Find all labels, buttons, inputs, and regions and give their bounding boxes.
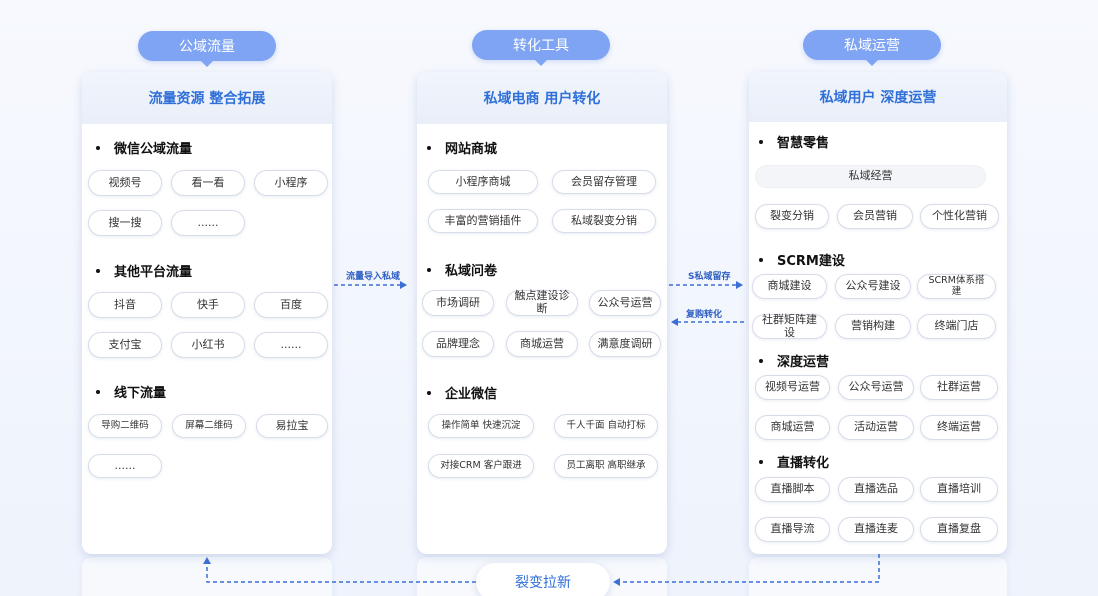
tag-private-operation: 私域运营 — [803, 30, 941, 66]
section-title: SCRM建设 — [759, 250, 845, 269]
bullet-icon — [427, 390, 431, 395]
chip-crm-followup: 对接CRM 客户跟进 — [428, 454, 534, 478]
chip-live-training: 直播培训 — [920, 477, 998, 502]
chip-terminal-operation: 终端运营 — [920, 415, 998, 440]
section-title: 企业微信 — [427, 383, 497, 402]
flow-label-import: 流量导入私域 — [346, 272, 401, 282]
chip-look: 看一看 — [171, 170, 245, 196]
chip-community-matrix: 社群矩阵建设 — [752, 313, 827, 339]
card-shadow-left — [82, 557, 332, 596]
section-title-text: 其他平台流量 — [114, 265, 193, 280]
chip-private-management: 私域经营 — [755, 165, 986, 188]
chip-baidu: 百度 — [254, 292, 328, 318]
chip-touchpoint-diagnosis: 触点建设诊断 — [506, 290, 578, 316]
section-title: 私域问卷 — [427, 260, 497, 279]
chip-more: ...... — [171, 210, 245, 236]
card-shadow-right — [749, 557, 1007, 596]
bullet-icon — [96, 389, 100, 394]
chip-staff-inheritance: 员工离职 高职继承 — [554, 454, 658, 478]
card-private-ecommerce: 私域电商 用户转化 网站商城 小程序商城 会员留存管理 丰富的营销插件 私域裂变… — [417, 72, 667, 554]
section-title: 微信公域流量 — [96, 138, 192, 157]
chip-official-account-operation: 公众号运营 — [838, 375, 914, 400]
chip-terminal-store: 终端门店 — [917, 314, 996, 339]
chip-channels: 视频号 — [88, 170, 162, 196]
chip-auto-tagging: 千人千面 自动打标 — [554, 414, 658, 438]
card-private-users: 私域用户 深度运营 智慧零售 私域经营 裂变分销 会员营销 个性化营销 SCRM… — [749, 72, 1007, 554]
section-title: 智慧零售 — [759, 132, 829, 151]
chip-mini-program: 小程序 — [254, 170, 328, 196]
chip-live-script: 直播脚本 — [755, 477, 830, 502]
bullet-icon — [96, 145, 100, 150]
chip-marketing-plugins: 丰富的营销插件 — [428, 209, 538, 233]
chip-search: 搜一搜 — [88, 210, 162, 236]
bullet-icon — [96, 268, 100, 273]
chip-easy-operation: 操作简单 快速沉淀 — [428, 414, 534, 438]
chip-live-co-stream: 直播连麦 — [838, 517, 914, 542]
chip-scrm-system: SCRM体系搭建 — [917, 274, 996, 299]
chip-live-selection: 直播选品 — [838, 477, 914, 502]
card-title: 私域电商 用户转化 — [417, 72, 667, 124]
chip-more: ...... — [254, 332, 328, 358]
chip-rollup-banner: 易拉宝 — [256, 414, 328, 438]
chip-mall-operation: 商城运营 — [506, 331, 578, 357]
flow-label-repurchase: 复购转化 — [686, 310, 723, 320]
chip-kuaishou: 快手 — [171, 292, 245, 318]
section-title-text: 企业微信 — [445, 387, 498, 402]
chip-personalized-marketing: 个性化营销 — [920, 204, 999, 229]
chip-screen-qr: 屏幕二维码 — [172, 414, 246, 438]
chip-community-operation: 社群运营 — [920, 375, 998, 400]
chip-more: ...... — [88, 454, 162, 478]
chip-marketing-build: 营销构建 — [835, 314, 911, 339]
tag-public-traffic: 公域流量 — [138, 31, 276, 67]
section-title-text: 微信公域流量 — [114, 142, 193, 157]
chip-alipay: 支付宝 — [88, 332, 162, 358]
bullet-icon — [759, 358, 763, 363]
chip-channels-operation: 视频号运营 — [755, 375, 830, 400]
section-title-text: 网站商城 — [445, 142, 498, 157]
chip-market-research: 市场调研 — [422, 290, 494, 316]
flow-label-retention: S私域留存 — [688, 272, 731, 282]
section-title-text: 私域问卷 — [445, 264, 498, 279]
chip-live-review: 直播复盘 — [920, 517, 998, 542]
section-title: 其他平台流量 — [96, 261, 192, 280]
chip-fission-distribution: 私域裂变分销 — [552, 209, 656, 233]
section-title-text: 深度运营 — [777, 355, 830, 370]
section-title: 线下流量 — [96, 382, 166, 401]
section-title-text: SCRM建设 — [777, 254, 845, 269]
section-title: 直播转化 — [759, 452, 829, 471]
section-title-text: 智慧零售 — [777, 136, 830, 151]
section-title: 网站商城 — [427, 138, 497, 157]
tag-conversion-tools: 转化工具 — [472, 30, 610, 66]
chip-satisfaction-survey: 满意度调研 — [589, 331, 661, 357]
chip-mini-mall: 小程序商城 — [428, 170, 538, 194]
fission-acquisition-badge: 裂变拉新 — [476, 563, 610, 596]
chip-douyin: 抖音 — [88, 292, 162, 318]
chip-xiaohongshu: 小红书 — [171, 332, 245, 358]
chip-guide-qr: 导购二维码 — [88, 414, 162, 438]
section-title-text: 线下流量 — [114, 386, 167, 401]
section-title-text: 直播转化 — [777, 456, 830, 471]
chip-event-operation: 活动运营 — [838, 415, 914, 440]
card-title: 私域用户 深度运营 — [749, 72, 1007, 122]
chip-fission-distribution: 裂变分销 — [755, 204, 829, 229]
card-traffic-resources: 流量资源 整合拓展 微信公域流量 视频号 看一看 小程序 搜一搜 ...... … — [82, 72, 332, 554]
chip-live-traffic: 直播导流 — [755, 517, 830, 542]
bullet-icon — [427, 145, 431, 150]
bullet-icon — [759, 139, 763, 144]
chip-brand-concept: 品牌理念 — [422, 331, 494, 357]
chip-official-account-build: 公众号建设 — [835, 274, 911, 299]
bullet-icon — [427, 267, 431, 272]
chip-official-account: 公众号运营 — [589, 290, 661, 316]
card-title: 流量资源 整合拓展 — [82, 72, 332, 124]
bullet-icon — [759, 459, 763, 464]
chip-mall-build: 商城建设 — [752, 274, 827, 299]
section-title: 深度运营 — [759, 351, 829, 370]
chip-member-marketing: 会员营销 — [837, 204, 913, 229]
bullet-icon — [759, 257, 763, 262]
chip-mall-operation: 商城运营 — [755, 415, 830, 440]
chip-member-retention: 会员留存管理 — [552, 170, 656, 194]
